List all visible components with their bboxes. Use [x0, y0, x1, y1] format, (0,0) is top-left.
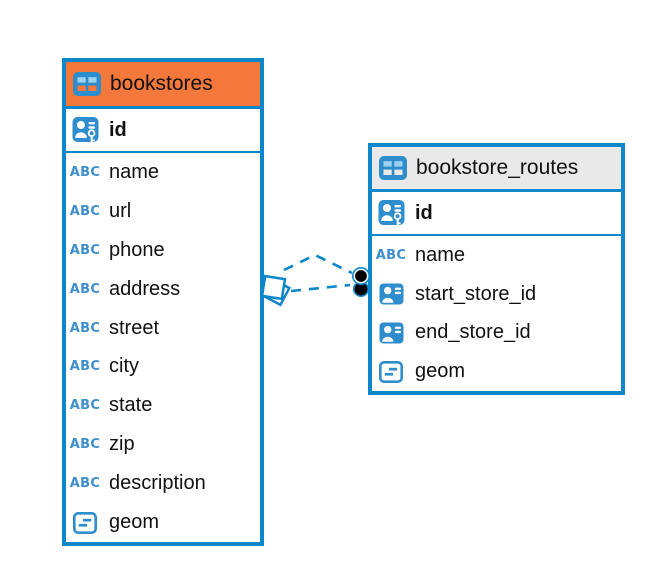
abc-text-icon: ABC [69, 476, 101, 492]
abc-text-icon: ABC [69, 437, 101, 453]
table-grid-icon [72, 71, 102, 97]
table-header-bookstores[interactable]: bookstores [66, 62, 260, 109]
person-card-icon [376, 283, 406, 305]
column-row[interactable]: ABC name [66, 153, 260, 192]
geometry-dash-icon [376, 360, 406, 383]
column-row[interactable]: ABC zip [66, 425, 260, 464]
abc-text-icon: ABC [69, 281, 101, 297]
abc-text-icon: ABC [69, 359, 101, 375]
column-row[interactable]: ABC address [66, 270, 260, 309]
column-name: name [415, 243, 466, 266]
column-row[interactable]: ABC state [66, 386, 260, 425]
person-key-icon [70, 116, 100, 144]
column-name: address [109, 277, 181, 300]
table-grid-icon [378, 155, 408, 181]
abc-text-icon: ABC [375, 247, 407, 263]
column-name: url [109, 199, 132, 222]
column-name: name [109, 160, 160, 183]
column-row[interactable]: ABC street [66, 309, 260, 348]
column-row[interactable]: start_store_id [372, 275, 621, 314]
column-name: state [109, 394, 153, 417]
column-list: ABC name start_store_id [372, 236, 621, 391]
relationship-source-marker[interactable] [260, 274, 292, 307]
column-name: description [109, 472, 206, 495]
abc-text-icon: ABC [69, 242, 101, 258]
column-row[interactable]: ABC city [66, 348, 260, 387]
table-header-bookstore-routes[interactable]: bookstore_routes [372, 147, 621, 192]
abc-text-icon: ABC [69, 398, 101, 414]
entity-table-bookstores[interactable]: bookstores id ABC name [62, 58, 264, 546]
column-row[interactable]: end_store_id [372, 314, 621, 353]
column-row[interactable]: ABC name [372, 236, 621, 275]
column-row[interactable]: geom [372, 352, 621, 391]
person-card-icon [376, 322, 406, 344]
column-name: city [109, 355, 139, 378]
column-row-pk[interactable]: id [66, 109, 260, 153]
column-name: start_store_id [415, 282, 537, 305]
table-title: bookstores [110, 72, 213, 95]
table-title: bookstore_routes [416, 156, 579, 179]
column-name: end_store_id [415, 321, 531, 344]
column-name: geom [415, 360, 466, 383]
column-row-pk[interactable]: id [372, 192, 621, 236]
person-key-icon [376, 199, 406, 227]
column-name: geom [109, 511, 160, 534]
geometry-dash-icon [70, 511, 100, 534]
abc-text-icon: ABC [69, 320, 101, 336]
abc-text-icon: ABC [69, 203, 101, 219]
column-row[interactable]: ABC phone [66, 231, 260, 270]
column-row[interactable]: ABC url [66, 192, 260, 231]
column-row[interactable]: ABC description [66, 464, 260, 503]
column-name: phone [109, 238, 165, 261]
column-name: id [109, 118, 127, 141]
column-list: ABC name ABC url ABC phone ABC address A… [66, 153, 260, 542]
column-row[interactable]: geom [66, 503, 260, 542]
relationship-edges[interactable] [283, 253, 353, 293]
entity-table-bookstore-routes[interactable]: bookstore_routes id ABC name [368, 143, 625, 395]
abc-text-icon: ABC [69, 164, 101, 180]
column-name: street [109, 316, 160, 339]
column-name: zip [109, 433, 135, 456]
column-name: id [415, 201, 433, 224]
